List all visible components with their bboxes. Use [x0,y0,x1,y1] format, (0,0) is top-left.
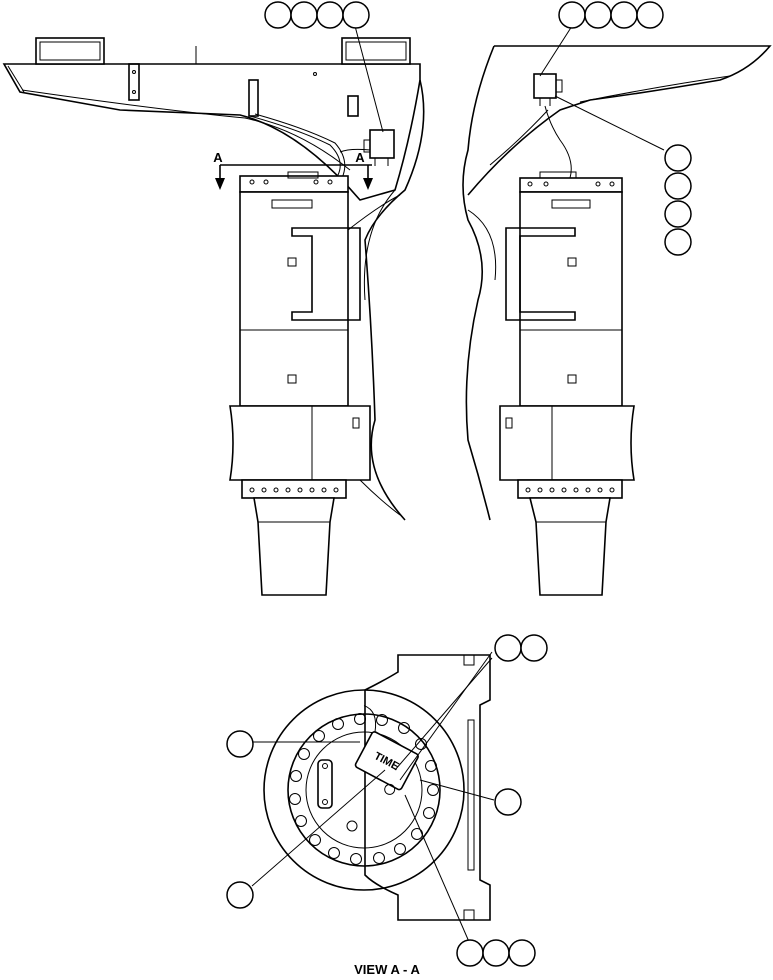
callout-balloon [264,1,292,29]
callout-balloon [508,939,536,967]
leader-lines [251,25,665,945]
right-elevation-view [462,45,772,596]
callout-balloon [456,939,484,967]
callout-balloon [584,1,612,29]
gear-housing-right [499,405,635,481]
callout-balloon [558,1,586,29]
connector-box-left [363,129,395,166]
bolt-ring-right [517,479,623,499]
motor-body-left [239,191,349,407]
callout-balloon [664,172,692,200]
callout-balloon [636,1,664,29]
section-letter-right: A [355,150,365,165]
section-letter-left: A [213,150,223,165]
bolt-circle [289,713,439,865]
callout-balloon [342,1,370,29]
connector-box-right [533,73,563,106]
callout-balloon [664,144,692,172]
callout-balloon [226,730,254,758]
housing-outer-circle [263,689,465,891]
callout-balloon [520,634,548,662]
pinion-left [253,497,335,596]
pinion-right [528,497,611,596]
motor-body-right [519,191,623,407]
callout-balloon [494,788,522,816]
callout-balloon [482,939,510,967]
bolt-ring-left [241,479,347,499]
view-caption: VIEW A - A [354,962,420,977]
callout-balloon [610,1,638,29]
callout-group-top-left [264,1,370,29]
left-elevation-view: A A [2,37,425,596]
callout-balloon [664,200,692,228]
callout-balloon [316,1,344,29]
callout-balloon [290,1,318,29]
callout-group-view-a-a [226,634,548,967]
gear-housing-left [229,405,371,481]
callout-balloon [664,228,692,256]
callout-balloon [494,634,522,662]
callout-group-right-stack [664,144,692,256]
motor-cap-right [519,177,623,193]
timer-module: TIME [354,705,419,795]
view-a-a: TIME VIEW A - A [263,654,491,977]
callout-balloon [226,881,254,909]
callout-group-top-right [558,1,664,29]
section-line-a-a: A A [213,150,373,190]
